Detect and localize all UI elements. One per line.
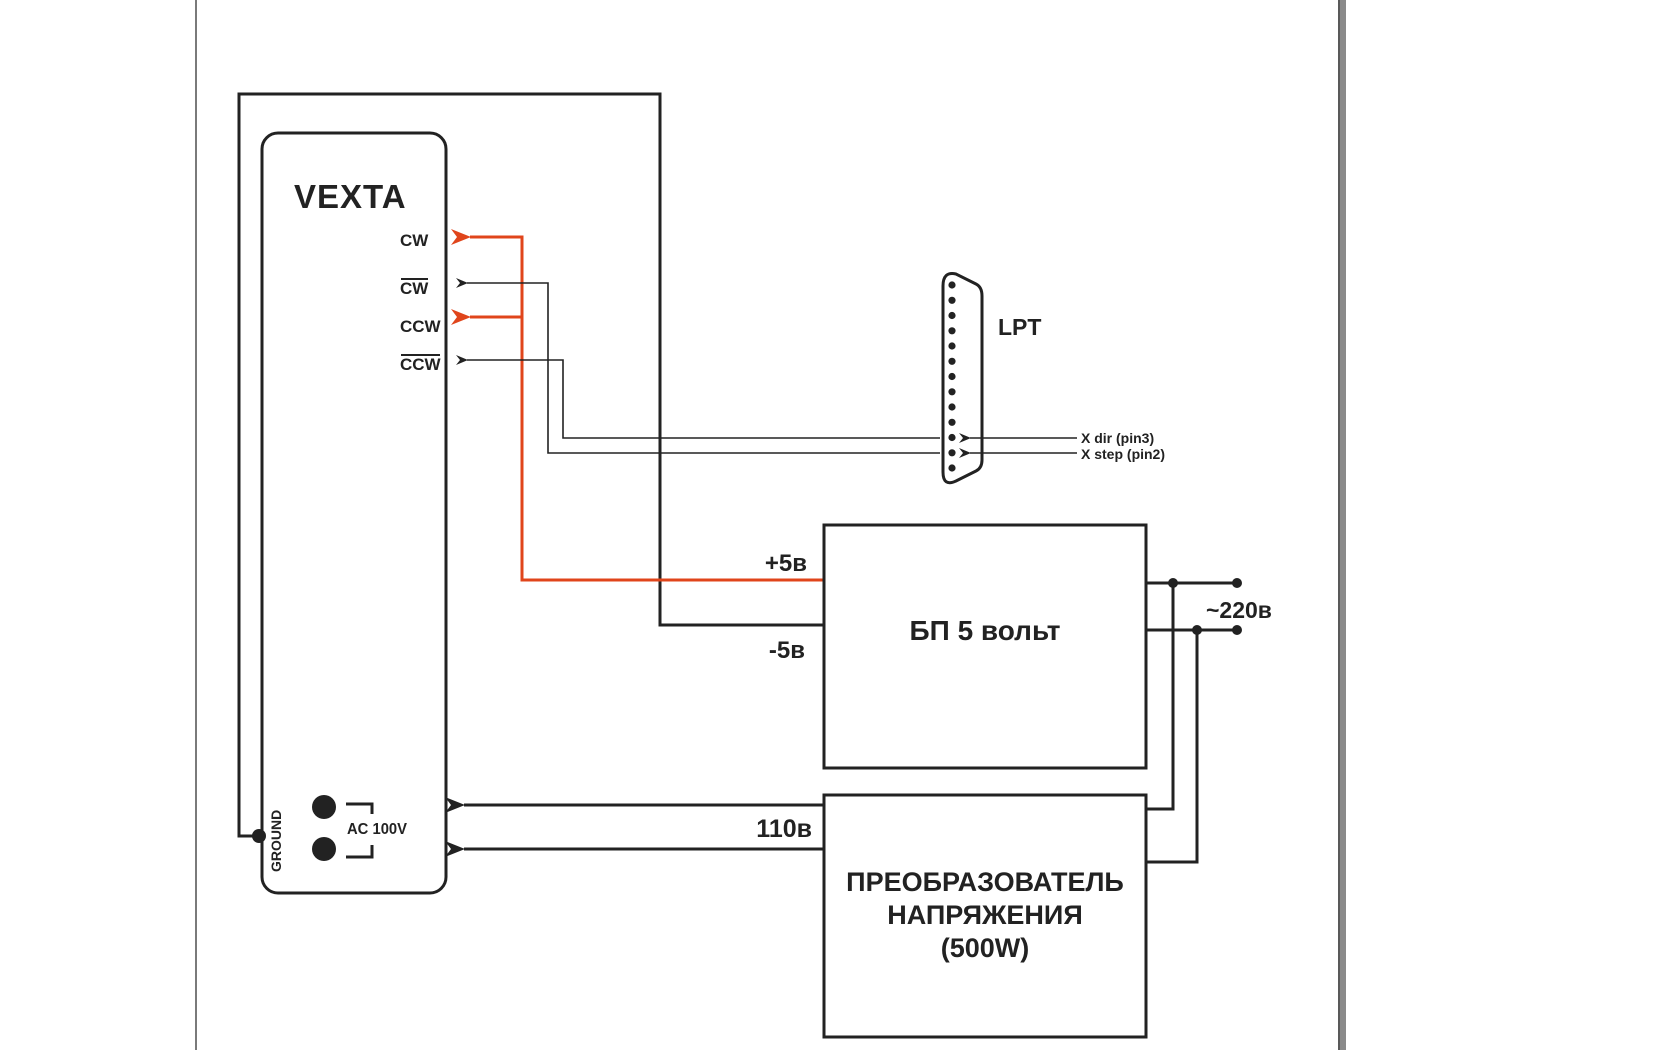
mains-terminal-1 [1232, 578, 1242, 588]
plus5-bus-wire [451, 229, 824, 582]
mains-terminal-2 [1232, 625, 1242, 635]
psu-title: БП 5 вольт [910, 615, 1061, 646]
lpt-pin [948, 311, 956, 320]
psu-plus-label: +5в [765, 550, 807, 577]
x-step-label: X step (pin2) [1081, 446, 1165, 462]
ground-terminal [252, 829, 266, 843]
lpt-pin [948, 342, 956, 350]
pin-label-cw-inverted: CW [400, 279, 429, 298]
ac-bracket [346, 802, 374, 859]
vexta-driver-box [260, 131, 448, 895]
lpt-pin [948, 418, 956, 426]
lpt-pin [948, 403, 956, 411]
pin-label-ccw-inverted: CCW [400, 355, 442, 374]
psu-minus-label: -5в [769, 637, 805, 664]
lpt-pin [948, 433, 956, 442]
converter-title-line-3: (500W) [941, 933, 1030, 963]
page-right-edge-shadow [1340, 0, 1346, 1050]
psu-box [822, 523, 1148, 770]
mains-label: ~220в [1206, 597, 1272, 623]
ac-output-label: 110в [756, 815, 812, 843]
ground-label: GROUND [268, 810, 284, 872]
pin-label-cw: CW [400, 231, 429, 250]
cw-inverted-wire [456, 278, 940, 454]
x-dir-label: X dir (pin3) [1081, 430, 1154, 446]
pin-label-ccw: CCW [400, 317, 442, 336]
converter-mains-wire-1 [1146, 583, 1175, 811]
lpt-pin [948, 464, 956, 472]
lpt-pin [948, 281, 956, 289]
ground-wire [237, 92, 824, 838]
ac-terminal-2 [312, 837, 336, 861]
ac-terminal-1 [312, 795, 336, 819]
lpt-pin [948, 449, 956, 457]
converter-title-line-2: НАПРЯЖЕНИЯ [887, 900, 1083, 930]
lpt-pin [948, 372, 956, 381]
lpt-label: LPT [998, 314, 1041, 340]
lpt-pins [948, 281, 956, 472]
ac-label: AC 100V [347, 821, 407, 838]
lpt-pin [948, 296, 956, 304]
lpt-pin [948, 327, 956, 335]
converter-mains-wire-2 [1146, 630, 1199, 864]
lpt-pin [948, 357, 956, 365]
lpt-connector [941, 272, 984, 485]
converter-title-line-1: ПРЕОБРАЗОВАТЕЛЬ [846, 867, 1124, 897]
ccw-inverted-wire [456, 355, 940, 439]
converter-box [822, 793, 1148, 1039]
lpt-pin [948, 388, 956, 396]
vexta-title: VEXTA [294, 178, 407, 215]
